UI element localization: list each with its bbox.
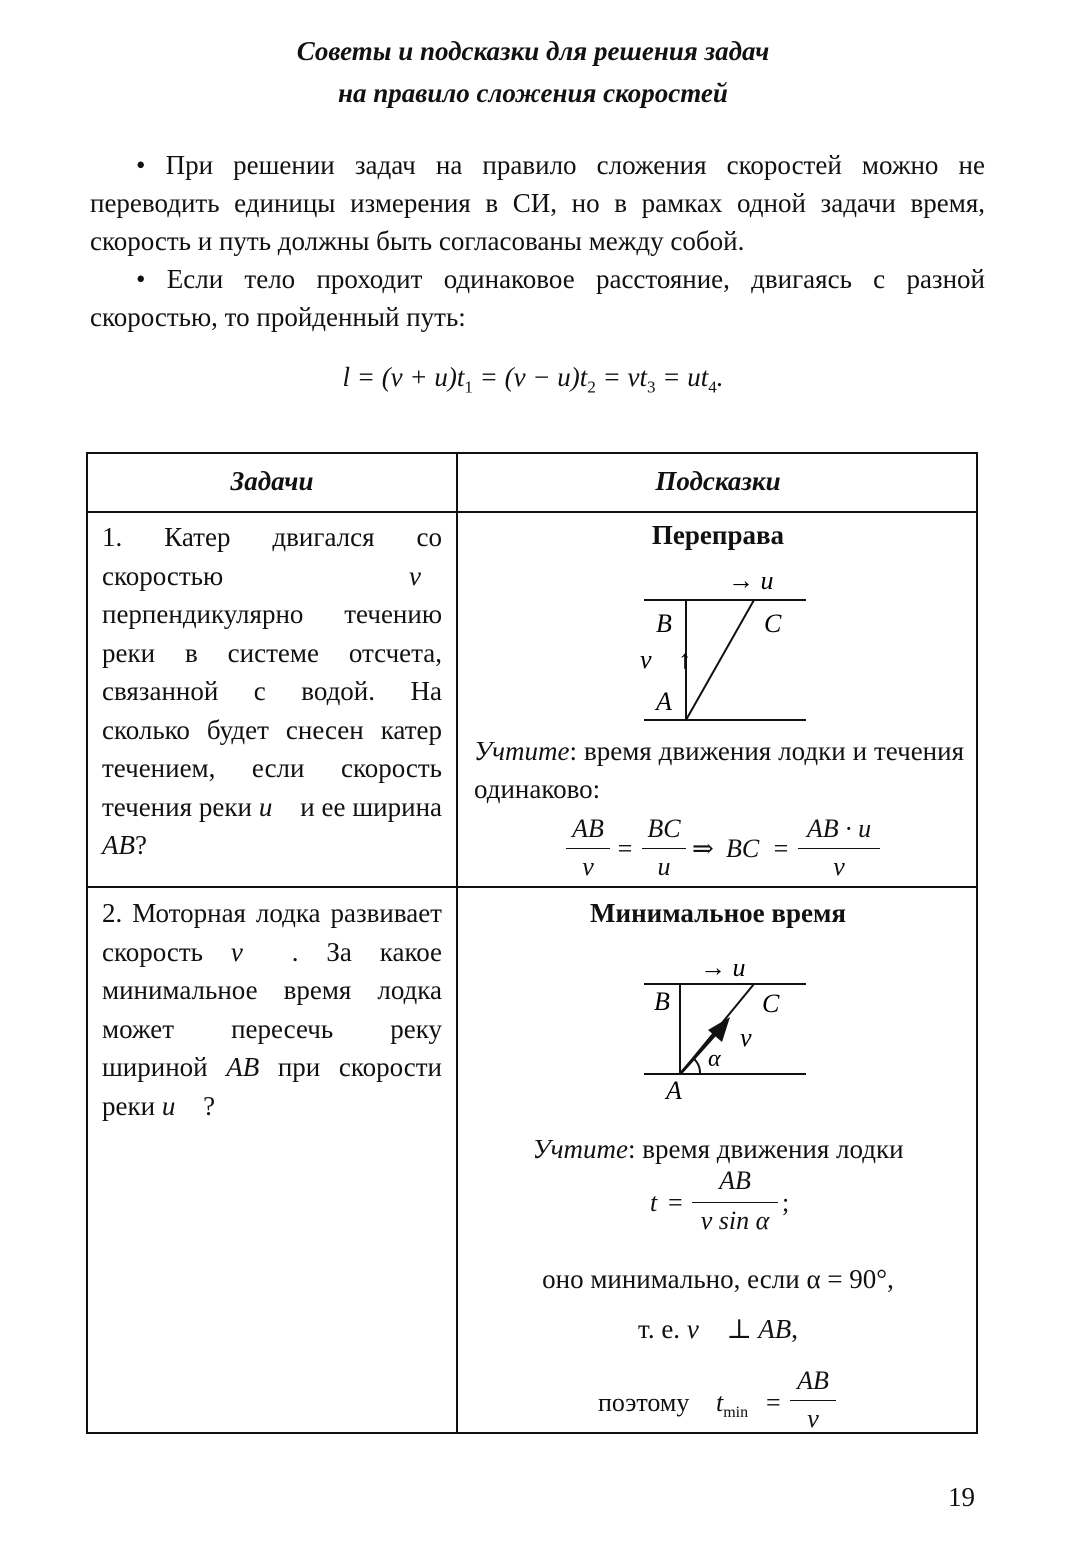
tmin-frac-num: AB — [797, 1366, 829, 1395]
title-line-1: Советы и подсказки для решения задач — [296, 36, 770, 66]
hint-2-title: Минимальное время — [590, 898, 846, 928]
tasks-table: Задачи Подсказки 1. Катер двигался со ск… — [86, 452, 978, 1434]
task-2-text: 2. Моторная лодка развивает скорость v⃗ … — [102, 898, 443, 1121]
diagram2-v-label: v⃗ — [740, 1023, 772, 1052]
page-title: Советы и подсказки для решения задач на … — [0, 30, 1066, 114]
diagram1-a-label: A — [654, 687, 672, 716]
intro-paragraph-1: • При решении задач на правило сложения … — [90, 150, 985, 256]
hint-1-note: Учтите: время движения лодки и течения о… — [474, 736, 964, 804]
page-number: 19 — [948, 1482, 975, 1512]
hint-2-tmin-formula: поэтому tmin = AB v — [598, 1362, 918, 1434]
t-frac-den: v sin α — [700, 1206, 770, 1235]
diagram2-velocity-arrow — [678, 1026, 724, 1075]
frac2-den: u — [657, 852, 671, 881]
diagram2-c-label: C — [762, 989, 780, 1018]
diagram1-v-label: v⃗ ↑ — [640, 645, 691, 674]
path-formula: l = (v + u)t1 = (v − u)t2 = vt3 = ut4. — [342, 362, 724, 397]
hint-2-time-formula: t = AB v sin α ; — [650, 1166, 790, 1235]
title-line-2: на правило сложения скоростей — [338, 78, 728, 108]
table-row-divider — [88, 886, 976, 888]
frac1-num: AB — [572, 814, 604, 843]
frac3-num: AB · u — [806, 814, 872, 843]
frac1-den: v — [582, 852, 594, 881]
diagram2-u-label: → u⃗ — [700, 953, 766, 982]
diagram2-angle-arc — [692, 1057, 701, 1075]
diagram2-ac-line — [679, 983, 755, 1075]
hint-2-min-condition: оно минимально, если α = 90°, — [542, 1264, 894, 1294]
diagram1-b-label: B — [656, 609, 672, 638]
tmin-frac-den: v — [807, 1404, 819, 1433]
task-1-text: 1. Катер двигался со скоростью v⃗ перпен… — [102, 522, 443, 860]
table-header-divider — [88, 511, 976, 513]
frac3-den: v — [833, 852, 845, 881]
intro-paragraph-2: • Если тело проходит одинаковое расстоян… — [90, 264, 985, 332]
diagram2-alpha-label: α — [708, 1046, 721, 1072]
diagram2-b-label: B — [654, 987, 670, 1016]
diagram1-c-label: C — [764, 609, 782, 638]
hint-1-title: Переправа — [651, 520, 785, 550]
t-symbol: t — [650, 1188, 658, 1217]
diagram1-u-label: → u⃗ — [728, 566, 794, 595]
t-frac-num: AB — [719, 1166, 751, 1195]
frac3-lhs: BC — [726, 834, 760, 863]
frac2-num: BC — [647, 814, 681, 843]
header-tasks: Задачи — [230, 466, 314, 496]
diagram2-a-label: A — [664, 1076, 682, 1105]
header-hints: Подсказки — [655, 466, 781, 496]
hint-2-perpendicular: т. е. v⃗ ⊥ AB, — [638, 1314, 798, 1344]
hint-1-equation: AB v = BC u ⇒ BC = AB · u v — [566, 814, 966, 884]
table-column-divider — [456, 454, 458, 1432]
diagram2-arrowhead — [708, 1017, 730, 1042]
hint-2-note: Учтите: время движения лодки — [532, 1134, 904, 1164]
diagram1-ac-line — [685, 599, 755, 721]
so-text: поэтому — [598, 1388, 690, 1417]
tmin-symbol: tmin — [716, 1388, 749, 1422]
